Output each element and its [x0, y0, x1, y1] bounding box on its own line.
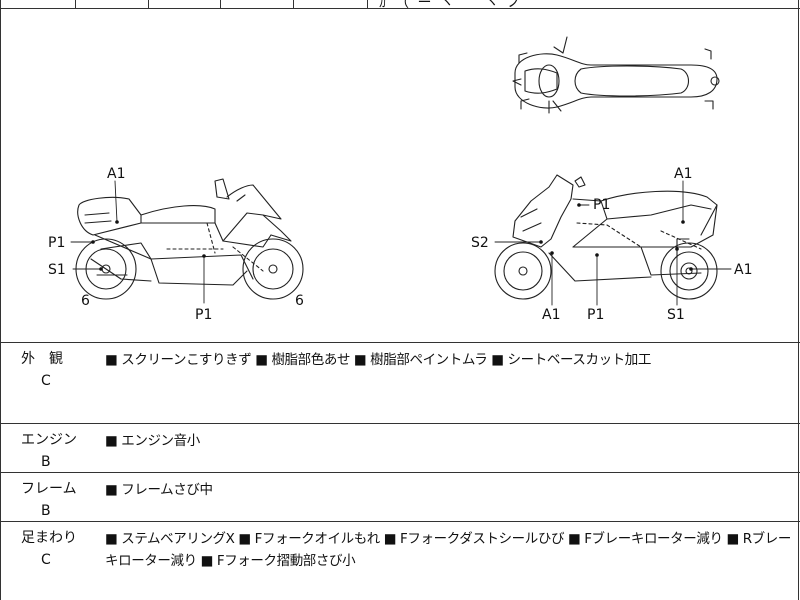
section-category: フレーム [21, 481, 77, 497]
header-cell-divider [75, 0, 76, 8]
section-suspension: 足まわり C ■ ステムベアリングX ■ Fフォークオイルもれ ■ Fフォークダ… [1, 522, 800, 600]
header-text-fragment: ｶﾞ（ ー ヽ ＾ ヽ ノ [379, 0, 524, 11]
left-label-p1-rear: P1 [48, 235, 65, 251]
section-category: エンジン [21, 432, 77, 448]
section-category: 足まわり [21, 530, 77, 546]
section-grade: B [41, 503, 51, 519]
right-label-a1-bottom: A1 [542, 307, 560, 323]
section-grade: C [41, 373, 51, 389]
header-cell-divider [367, 0, 368, 8]
section-grade: B [41, 454, 51, 470]
scooter-top-view [512, 36, 720, 114]
section-engine: エンジン B ■ エンジン音小 [1, 424, 800, 473]
section-items: ■ ステムベアリングX ■ Fフォークオイルもれ ■ Fフォークダストシールひび… [105, 531, 791, 569]
left-label-6-rear: 6 [295, 293, 304, 309]
section-frame: フレーム B ■ フレームさび中 [1, 473, 800, 522]
scooter-diagram-svg: A1 P1 S1 6 P1 6 A1 P1 S2 A1 A1 P1 S1 [48, 36, 752, 323]
right-label-s2: S2 [471, 235, 489, 251]
scooter-left-view [75, 178, 304, 300]
header-cell-divider [148, 0, 149, 8]
section-items: ■ フレームさび中 [105, 482, 213, 498]
right-label-a1-top: A1 [674, 166, 692, 182]
right-label-a1-wheel: A1 [734, 262, 752, 278]
left-label-a1: A1 [107, 166, 125, 182]
leader-lines [70, 180, 732, 306]
left-label-s1: S1 [48, 262, 66, 278]
section-grade: C [41, 552, 51, 568]
right-label-p1-bottom: P1 [587, 307, 604, 323]
right-label-p1-cowl: P1 [593, 197, 610, 213]
damage-markers [91, 203, 693, 271]
header-cell-divider [220, 0, 221, 8]
section-items: ■ エンジン音小 [105, 433, 200, 449]
section-items: ■ スクリーンこすりきず ■ 樹脂部色あせ ■ 樹脂部ペイントムラ ■ シートベ… [105, 352, 651, 368]
scooter-right-view [494, 174, 718, 300]
left-label-6-front: 6 [81, 293, 90, 309]
section-category: 外 観 [21, 351, 63, 367]
header-table-strip: ｶﾞ（ ー ヽ ＾ ヽ ノ [1, 0, 800, 11]
header-cell-divider [293, 0, 294, 8]
damage-diagram: A1 P1 S1 6 P1 6 A1 P1 S2 A1 A1 P1 S1 [1, 9, 800, 343]
section-exterior: 外 観 C ■ スクリーンこすりきず ■ 樹脂部色あせ ■ 樹脂部ペイントムラ … [1, 343, 800, 424]
right-label-s1: S1 [667, 307, 685, 323]
left-label-p1-body: P1 [195, 307, 212, 323]
